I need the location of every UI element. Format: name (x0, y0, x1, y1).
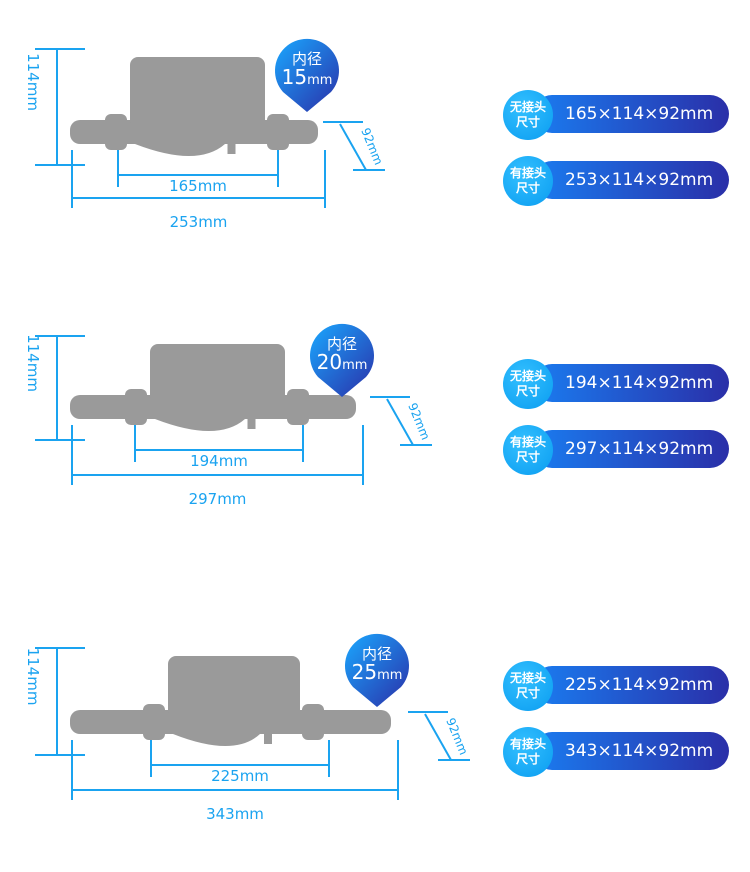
pill-label: 无接头尺寸 (503, 359, 553, 409)
long-length-label: 343mm (206, 805, 264, 823)
svg-text:25mm: 25mm (352, 660, 403, 684)
svg-text:20mm: 20mm (317, 350, 368, 374)
dimension-pill-with: 有接头尺寸 253×114×92mm (503, 156, 729, 206)
pill-value: 165×114×92mm (565, 104, 714, 124)
pill-label: 无接头尺寸 (503, 661, 553, 711)
pill-label: 有接头尺寸 (503, 425, 553, 475)
depth-label: 92mm (358, 126, 385, 167)
dimension-pill-with: 有接头尺寸 343×114×92mm (503, 727, 729, 777)
pill-value: 343×114×92mm (565, 741, 714, 761)
svg-text:15mm: 15mm (282, 65, 333, 89)
water-meter-image (70, 57, 318, 156)
dimension-pill-without: 无接头尺寸 194×114×92mm (503, 359, 729, 409)
short-length-label: 165mm (169, 177, 227, 195)
pill-bar (533, 666, 729, 704)
short-length-label: 194mm (190, 452, 248, 470)
dimension-line (339, 123, 367, 171)
dimension-line (424, 713, 452, 761)
height-label: 114mm (24, 648, 42, 706)
pill-label: 有接头尺寸 (503, 156, 553, 206)
water-meter-image (70, 656, 391, 746)
pill-value: 194×114×92mm (565, 373, 714, 393)
dimension-pill-without: 无接头尺寸 225×114×92mm (503, 661, 729, 711)
long-length-label: 253mm (170, 213, 228, 231)
height-label: 114mm (24, 334, 42, 392)
svg-text:内径: 内径 (327, 335, 357, 353)
pill-bar (533, 430, 729, 468)
long-length-label: 297mm (189, 490, 247, 508)
pill-bar (533, 732, 729, 770)
pill-bar (533, 364, 729, 402)
short-length-label: 225mm (211, 767, 269, 785)
water-meter-image (70, 344, 356, 431)
dimension-pill-without: 无接头尺寸 165×114×92mm (503, 90, 729, 140)
height-label: 114mm (24, 53, 42, 111)
pill-value: 253×114×92mm (565, 170, 714, 190)
depth-label: 92mm (443, 716, 470, 757)
pill-bar (533, 161, 729, 199)
dimension-line (386, 398, 414, 446)
pill-bar (533, 95, 729, 133)
pill-label: 无接头尺寸 (503, 90, 553, 140)
dimension-pill-with: 有接头尺寸 297×114×92mm (503, 425, 729, 475)
svg-text:内径: 内径 (292, 50, 322, 68)
pill-value: 225×114×92mm (565, 675, 714, 695)
svg-text:内径: 内径 (362, 645, 392, 663)
pill-value: 297×114×92mm (565, 439, 714, 459)
depth-label: 92mm (405, 401, 432, 442)
pill-label: 有接头尺寸 (503, 727, 553, 777)
